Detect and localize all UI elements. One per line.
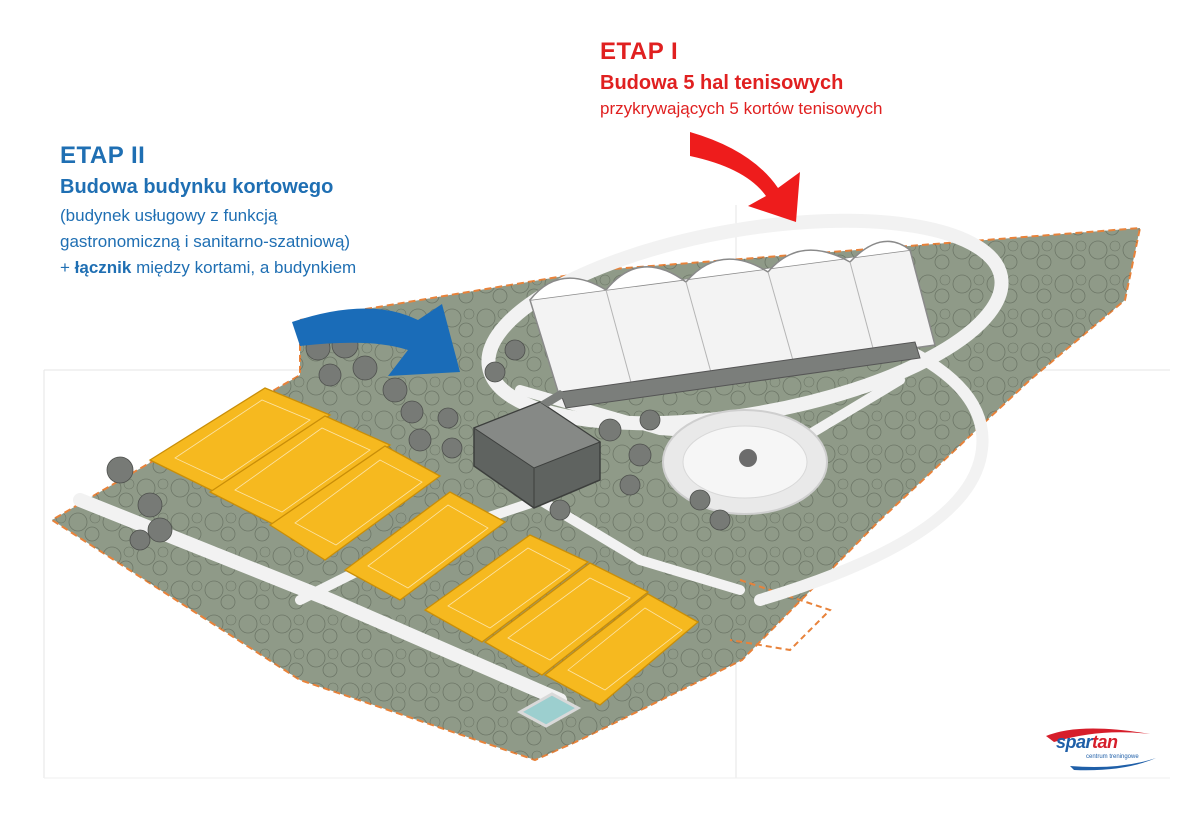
etap2-arrow [292,304,460,376]
etap2-title: ETAP II [60,142,146,169]
trees [106,331,731,551]
etap2-line3-bold: łącznik [74,258,132,277]
etap2-description: (budynek usługowy z funkcją gastronomicz… [60,203,356,281]
spartan-logo: spartan centrum treningowe [1040,722,1160,772]
etap1-bold-line: Budowa 5 hal tenisowych [600,72,844,94]
etap2-label: ETAP II Budowa budynku kortowego (budyne… [60,142,356,281]
logo-tagline: centrum treningowe [1086,754,1139,760]
etap2-line3-prefix: + [60,258,75,277]
court-lines [174,399,683,691]
circular-plaza [662,409,828,515]
logo-word: spartan [1056,732,1118,753]
court-building [472,390,602,509]
etap2-line3-suffix: między kortami, a budynkiem [131,258,357,277]
etap2-line3: + łącznik między kortami, a budynkiem [60,255,356,281]
etap1-title: ETAP I [600,38,679,65]
etap1-arrow [690,132,800,222]
etap2-bold-line: Budowa budynku kortowego [60,176,334,198]
logo-word-b: tan [1092,732,1118,752]
dashed-boundary-extension [729,579,832,652]
etap2-line1: (budynek usługowy z funkcją [60,206,278,225]
tennis-halls [529,240,936,409]
etap1-label: ETAP I Budowa 5 hal tenisowych przykrywa… [600,38,882,119]
pool [516,692,582,728]
etap2-line2: gastronomiczną i sanitarno-szatniową) [60,232,351,251]
etap1-line: przykrywających 5 kortów tenisowych [600,99,883,118]
logo-swoosh-icon [1046,728,1156,771]
logo-word-a: spar [1056,732,1093,752]
